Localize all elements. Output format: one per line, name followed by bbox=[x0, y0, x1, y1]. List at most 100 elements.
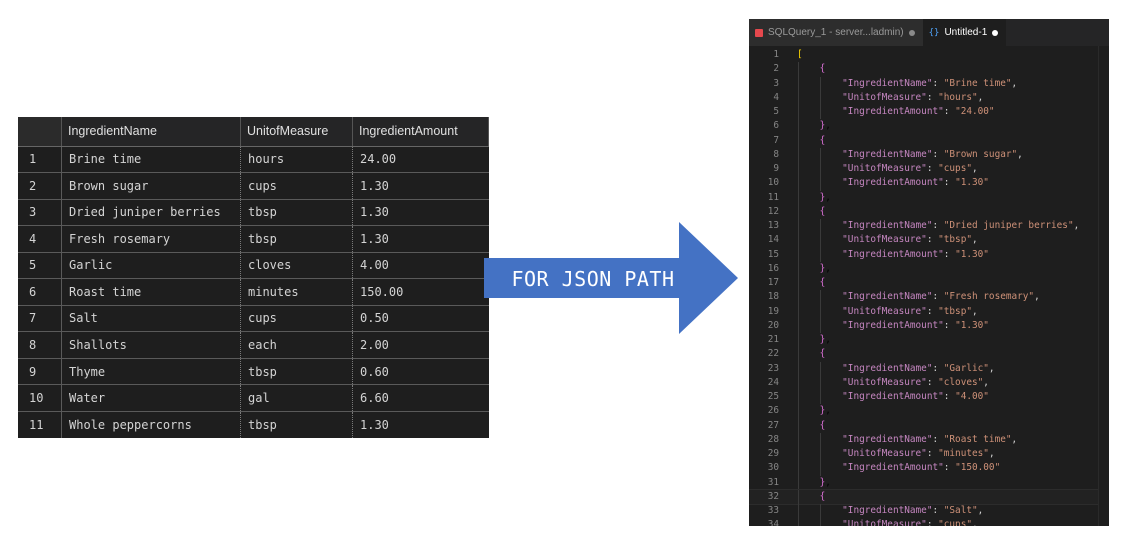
code-line[interactable]: 24 "UnitofMeasure": "cloves", bbox=[749, 375, 1109, 390]
code-line[interactable]: 27 { bbox=[749, 418, 1109, 433]
row-number[interactable]: 7 bbox=[18, 305, 62, 333]
unit-of-measure-cell[interactable]: tbsp bbox=[240, 199, 353, 227]
ingredient-name-cell[interactable]: Thyme bbox=[61, 358, 241, 386]
code-line[interactable]: 22 { bbox=[749, 347, 1109, 362]
code-area[interactable]: 1[2 {3 "IngredientName": "Brine time",4 … bbox=[749, 48, 1109, 526]
ingredient-amount-cell[interactable]: 1.30 bbox=[352, 199, 489, 227]
code-line[interactable]: 4 "UnitofMeasure": "hours", bbox=[749, 90, 1109, 105]
ingredient-name-cell[interactable]: Water bbox=[61, 384, 241, 412]
unit-of-measure-cell[interactable]: tbsp bbox=[240, 358, 353, 386]
ingredient-name-cell[interactable]: Brine time bbox=[61, 146, 241, 174]
code-editor[interactable]: SQLQuery_1 - server...ladmin) {} Untitle… bbox=[749, 19, 1109, 526]
code-line[interactable]: 30 "IngredientAmount": "150.00" bbox=[749, 461, 1109, 476]
row-number-header[interactable] bbox=[18, 117, 62, 147]
code-line[interactable]: 21 }, bbox=[749, 333, 1109, 348]
line-number: 30 bbox=[767, 462, 779, 474]
unit-of-measure-cell[interactable]: tbsp bbox=[240, 225, 353, 253]
unit-of-measure-cell[interactable]: tbsp bbox=[240, 411, 353, 438]
row-number[interactable]: 10 bbox=[18, 384, 62, 412]
code-line[interactable]: 17 { bbox=[749, 276, 1109, 291]
code-line[interactable]: 2 { bbox=[749, 62, 1109, 77]
ingredient-amount-cell[interactable]: 1.30 bbox=[352, 172, 489, 200]
unit-of-measure-cell[interactable]: hours bbox=[240, 146, 353, 174]
code-line[interactable]: 20 "IngredientAmount": "1.30" bbox=[749, 318, 1109, 333]
code-line[interactable]: 6 }, bbox=[749, 119, 1109, 134]
unit-of-measure-cell[interactable]: minutes bbox=[240, 278, 353, 306]
ingredient-amount-cell[interactable]: 2.00 bbox=[352, 331, 489, 359]
row-number[interactable]: 9 bbox=[18, 358, 62, 386]
ingredient-amount-cell[interactable]: 1.30 bbox=[360, 417, 389, 432]
unit-of-measure-cell[interactable]: gal bbox=[240, 384, 353, 412]
code-line[interactable]: 11 }, bbox=[749, 190, 1109, 205]
code-line[interactable]: 25 "IngredientAmount": "4.00" bbox=[749, 390, 1109, 405]
tab-sqlquery[interactable]: SQLQuery_1 - server...ladmin) bbox=[749, 19, 923, 46]
code-line[interactable]: 8 "IngredientName": "Brown sugar", bbox=[749, 147, 1109, 162]
ingredient-name-cell[interactable]: Brown sugar bbox=[61, 172, 241, 200]
code-line[interactable]: 12 { bbox=[749, 204, 1109, 219]
ingredient-amount-cell[interactable]: 0.50 bbox=[352, 305, 489, 333]
ingredient-amount-cell[interactable]: 24.00 bbox=[352, 146, 489, 174]
unit-of-measure-cell[interactable]: cloves bbox=[240, 252, 353, 280]
row-number[interactable]: 3 bbox=[18, 199, 62, 227]
unit-of-measure-cell[interactable]: cups bbox=[240, 305, 353, 333]
code-line[interactable]: 5 "IngredientAmount": "24.00" bbox=[749, 105, 1109, 120]
code-line[interactable]: 1[ bbox=[749, 48, 1109, 62]
row-number[interactable]: 2 bbox=[18, 172, 62, 200]
ingredient-amount-cell[interactable]: 6.60 bbox=[352, 384, 489, 412]
ingredient-name-cell[interactable]: Fresh rosemary bbox=[61, 225, 241, 253]
code-line[interactable]: 28 "IngredientName": "Roast time", bbox=[749, 432, 1109, 447]
code-line[interactable]: 3 "IngredientName": "Brine time", bbox=[749, 76, 1109, 91]
vertical-scrollbar[interactable] bbox=[1098, 46, 1109, 526]
code-line[interactable]: 34 "UnitofMeasure": "cups", bbox=[749, 518, 1109, 526]
ingredient-name-cell[interactable]: Shallots bbox=[61, 331, 241, 359]
code-line[interactable]: 9 "UnitofMeasure": "cups", bbox=[749, 162, 1109, 177]
ingredient-name-cell[interactable]: Salt bbox=[61, 305, 241, 333]
ingredient-name-cell[interactable]: Dried juniper berries bbox=[61, 199, 241, 227]
code-line[interactable]: 19 "UnitofMeasure": "tbsp", bbox=[749, 304, 1109, 319]
ingredient-amount-cell[interactable]: 1.30 bbox=[352, 225, 489, 253]
row-number[interactable]: 6 bbox=[18, 278, 62, 306]
ingredient-amount-cell[interactable]: 150.00 bbox=[352, 278, 489, 306]
row-number[interactable]: 11 bbox=[18, 411, 62, 438]
code-line[interactable]: 7 { bbox=[749, 133, 1109, 148]
code-line[interactable]: 33 "IngredientName": "Salt", bbox=[749, 504, 1109, 519]
code-line[interactable]: 29 "UnitofMeasure": "minutes", bbox=[749, 447, 1109, 462]
code-line[interactable]: 13 "IngredientName": "Dried juniper berr… bbox=[749, 219, 1109, 234]
row-number[interactable]: 5 bbox=[18, 252, 62, 280]
code-line[interactable]: 31 }, bbox=[749, 475, 1109, 490]
ingredient-amount-cell[interactable]: 0.60 bbox=[352, 358, 489, 386]
row-number[interactable]: 1 bbox=[18, 146, 62, 174]
tab-untitled[interactable]: {} Untitled-1 bbox=[922, 19, 1007, 46]
code-line[interactable]: 18 "IngredientName": "Fresh rosemary", bbox=[749, 290, 1109, 305]
row-number[interactable]: 8 bbox=[18, 331, 62, 359]
unit-of-measure-cell[interactable]: cups bbox=[240, 172, 353, 200]
code-line[interactable]: 16 }, bbox=[749, 261, 1109, 276]
column-header-ingredient-name[interactable]: IngredientName bbox=[61, 117, 241, 147]
unit-of-measure-cell[interactable]: each bbox=[240, 331, 353, 359]
ingredient-name-cell[interactable]: Roast time bbox=[61, 278, 241, 306]
code-line[interactable]: 15 "IngredientAmount": "1.30" bbox=[749, 247, 1109, 262]
row-number[interactable]: 4 bbox=[18, 225, 62, 253]
code-line[interactable]: 10 "IngredientAmount": "1.30" bbox=[749, 176, 1109, 191]
line-number: 29 bbox=[767, 448, 779, 459]
column-header-unit-of-measure[interactable]: UnitofMeasure bbox=[240, 117, 353, 147]
ingredient-name-cell[interactable]: Garlic bbox=[61, 252, 241, 280]
code-line[interactable]: 26 }, bbox=[749, 404, 1109, 419]
code-line[interactable]: 14 "UnitofMeasure": "tbsp", bbox=[749, 233, 1109, 248]
code-line[interactable]: 32 { bbox=[749, 488, 1109, 506]
ingredient-name-cell[interactable]: Whole peppercorns bbox=[61, 411, 241, 438]
ingredient-amount-cell[interactable]: 4.00 bbox=[352, 252, 489, 280]
code-line[interactable]: 23 "IngredientName": "Garlic", bbox=[749, 361, 1109, 376]
column-header-ingredient-amount[interactable]: IngredientAmount bbox=[352, 117, 489, 147]
